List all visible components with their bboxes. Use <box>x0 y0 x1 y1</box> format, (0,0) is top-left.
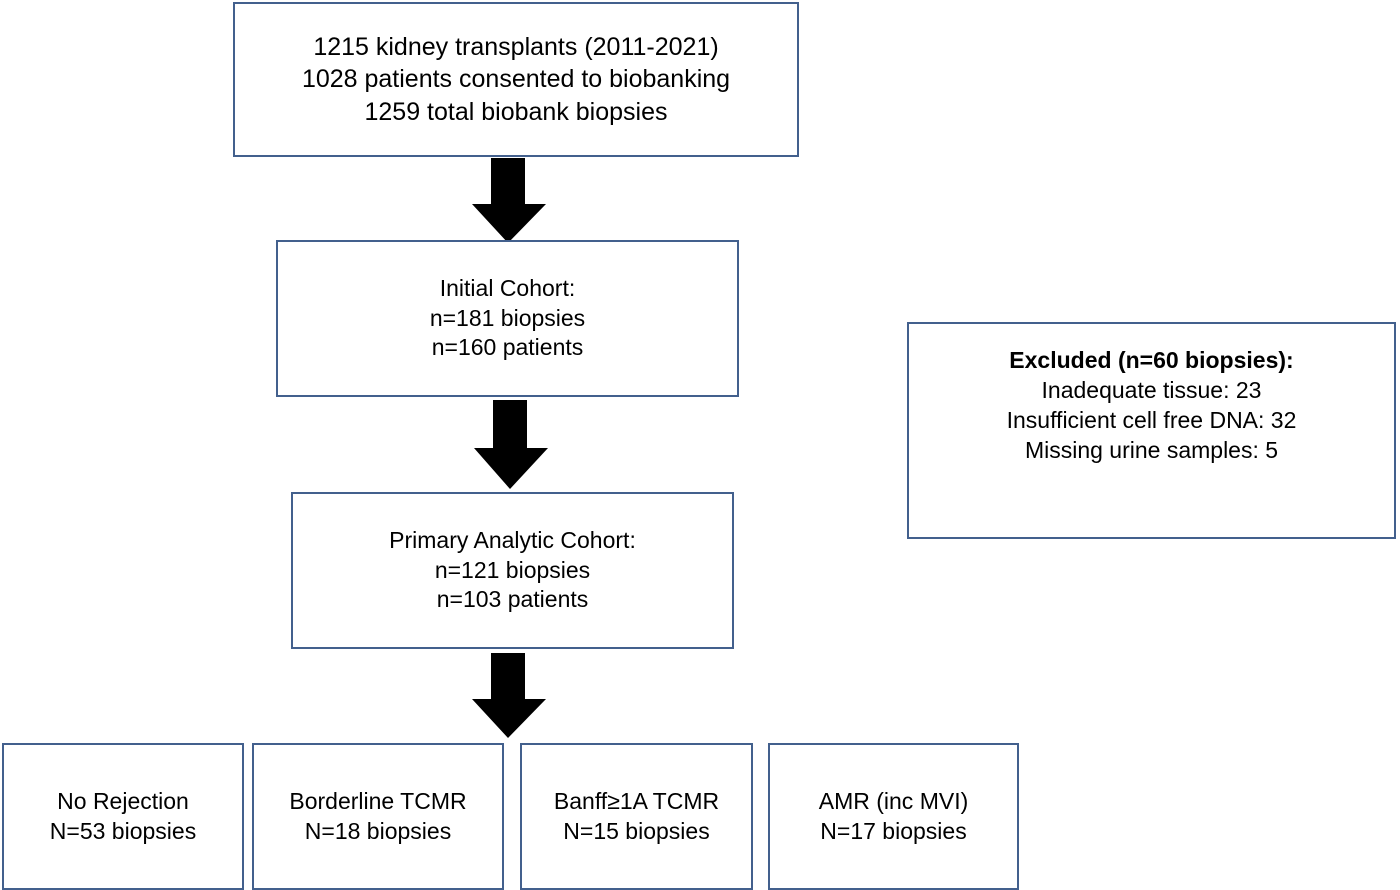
primary-cohort-line-3: n=103 patients <box>436 586 589 613</box>
node-initial-cohort: Initial Cohort: n=181 biopsies n=160 pat… <box>276 240 739 397</box>
node-primary-analytic-cohort: Primary Analytic Cohort: n=121 biopsies … <box>291 492 734 649</box>
group-borderline-tcmr-count: N=18 biopsies <box>304 817 452 844</box>
node-group-no-rejection: No Rejection N=53 biopsies <box>2 743 244 890</box>
group-no-rejection-label: No Rejection <box>57 787 189 814</box>
node-excluded: Excluded (n=60 biopsies): Inadequate tis… <box>907 322 1396 539</box>
group-banff-1a-tcmr-label: Banff≥1A TCMR <box>553 787 720 814</box>
arrow-initial-to-primary-icon <box>472 400 552 495</box>
group-amr-label: AMR (inc MVI) <box>818 787 969 814</box>
primary-cohort-line-2: n=121 biopsies <box>434 556 591 583</box>
arrow-source-to-initial-icon <box>470 158 550 249</box>
node-group-borderline-tcmr: Borderline TCMR N=18 biopsies <box>252 743 504 890</box>
excluded-heading: Excluded (n=60 biopsies): <box>1009 347 1294 373</box>
initial-cohort-line-3: n=160 patients <box>431 334 584 361</box>
arrow-primary-to-groups-icon <box>470 653 550 744</box>
node-group-amr: AMR (inc MVI) N=17 biopsies <box>768 743 1019 890</box>
excluded-reason-2: Insufficient cell free DNA: 32 <box>1006 406 1297 433</box>
node-source-cohort: 1215 kidney transplants (2011-2021) 1028… <box>233 2 799 157</box>
group-no-rejection-count: N=53 biopsies <box>49 817 197 844</box>
excluded-reason-3: Missing urine samples: 5 <box>1024 436 1279 463</box>
initial-cohort-line-2: n=181 biopsies <box>429 304 586 331</box>
node-group-banff-1a-tcmr: Banff≥1A TCMR N=15 biopsies <box>520 743 753 890</box>
group-amr-count: N=17 biopsies <box>820 817 967 844</box>
primary-cohort-line-1: Primary Analytic Cohort: <box>389 526 636 553</box>
initial-cohort-line-1: Initial Cohort: <box>439 274 576 301</box>
group-borderline-tcmr-label: Borderline TCMR <box>289 787 467 814</box>
source-cohort-line-2: 1028 patients consented to biobanking <box>301 65 731 94</box>
source-cohort-line-3: 1259 total biobank biopsies <box>364 97 668 126</box>
group-banff-1a-tcmr-count: N=15 biopsies <box>563 817 710 844</box>
source-cohort-line-1: 1215 kidney transplants (2011-2021) <box>313 32 719 61</box>
excluded-reason-1: Inadequate tissue: 23 <box>1041 376 1262 403</box>
